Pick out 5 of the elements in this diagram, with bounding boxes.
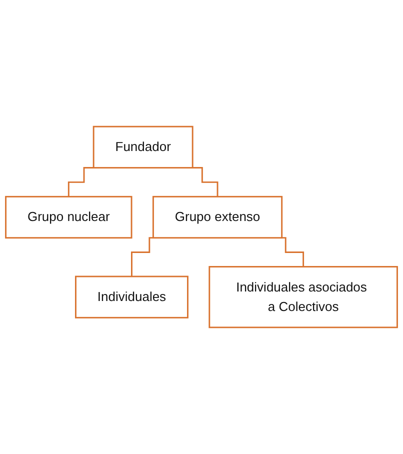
node-box: Grupo extenso (152, 196, 283, 239)
node-box: Individuales (75, 276, 188, 318)
node-box: Fundador (92, 126, 194, 168)
node-box: Individuales asociados a Colectivos (208, 266, 398, 328)
node-box: Grupo nuclear (5, 196, 132, 239)
